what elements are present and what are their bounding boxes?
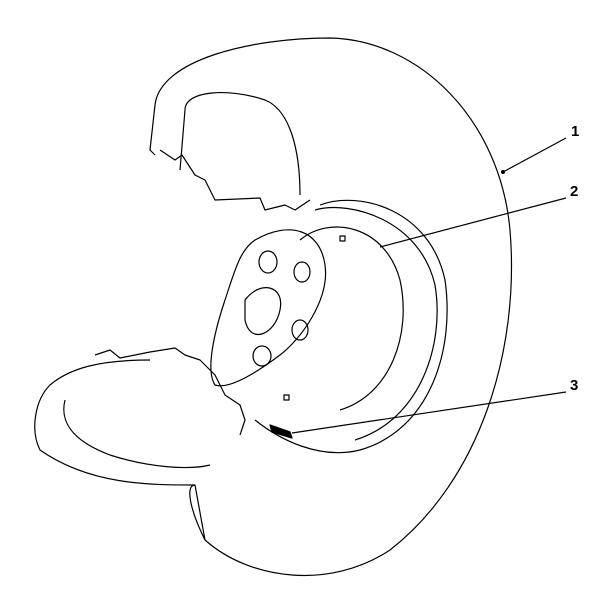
tire-outer <box>34 37 513 576</box>
callout-1: 1 <box>571 123 580 140</box>
hub <box>210 229 327 387</box>
leader-1 <box>502 137 567 173</box>
callout-3: 3 <box>570 377 579 394</box>
leader-3 <box>291 391 567 434</box>
callout-2: 2 <box>570 183 579 200</box>
leader-2 <box>379 197 567 248</box>
rim <box>254 199 448 454</box>
valve-stem <box>269 424 293 439</box>
